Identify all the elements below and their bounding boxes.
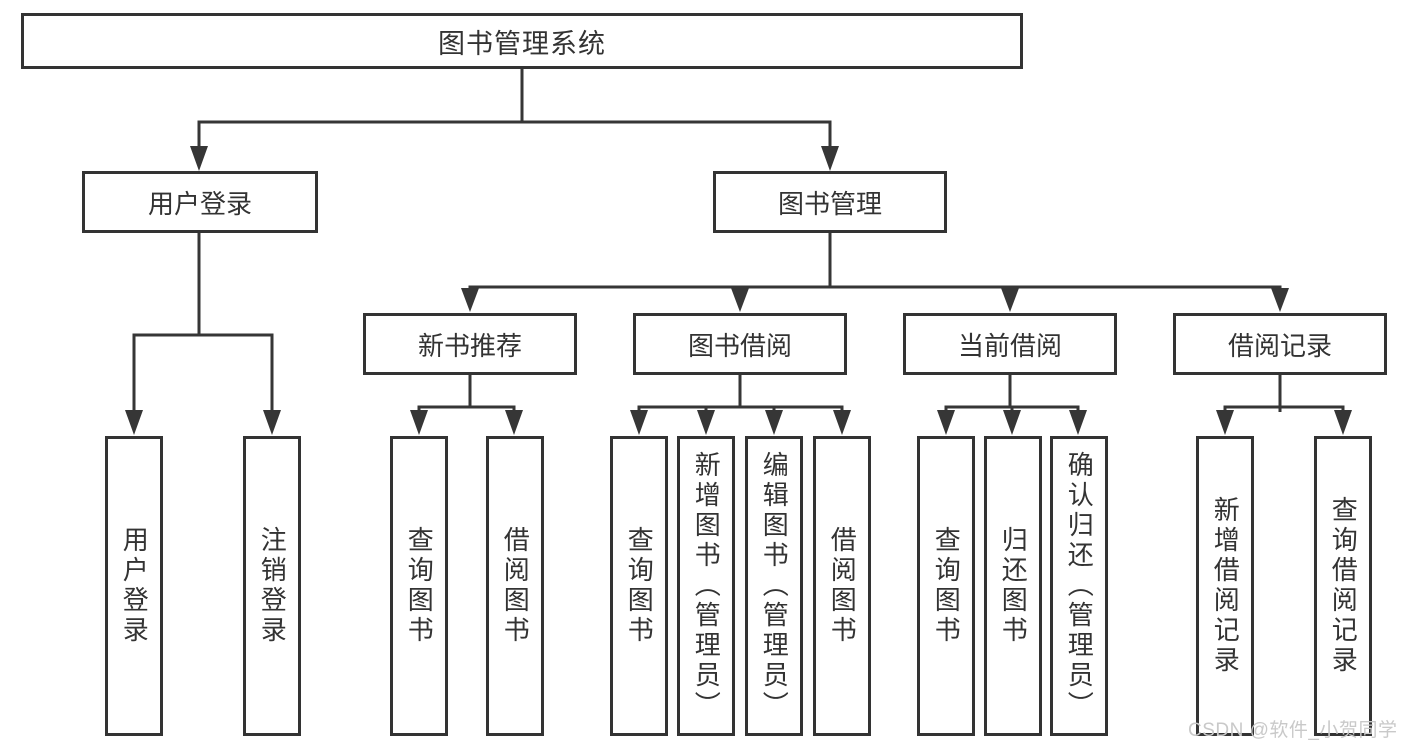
leaf-label: 新增借阅记录 (1210, 496, 1241, 676)
leaf-label: 用户登录 (119, 526, 150, 646)
connector-arrowheads (125, 146, 1352, 435)
leaf-query-books-1: 查询图书 (390, 436, 448, 736)
leaf-borrow-books-1: 借阅图书 (486, 436, 544, 736)
leaf-label: 查询图书 (404, 526, 435, 646)
leaf-query-books-3: 查询图书 (917, 436, 975, 736)
node-book-management: 图书管理 (713, 171, 947, 233)
leaf-borrow-books-2: 借阅图书 (813, 436, 871, 736)
leaf-add-book-admin: 新增图书（管理员） (677, 436, 735, 736)
leaf-edit-book-admin: 编辑图书（管理员） (745, 436, 803, 736)
leaf-label: 新增图书（管理员） (691, 451, 722, 721)
node-borrow-records: 借阅记录 (1173, 313, 1387, 375)
leaf-label: 查询图书 (624, 526, 655, 646)
leaf-return-books: 归还图书 (984, 436, 1042, 736)
node-user-login: 用户登录 (82, 171, 318, 233)
leaf-confirm-return-admin: 确认归还（管理员） (1050, 436, 1108, 736)
leaf-add-borrow-record: 新增借阅记录 (1196, 436, 1254, 736)
node-current-borrow: 当前借阅 (903, 313, 1117, 375)
leaf-label: 借阅图书 (827, 526, 858, 646)
leaf-label: 查询借阅记录 (1328, 496, 1359, 676)
leaf-user-login: 用户登录 (105, 436, 163, 736)
leaf-query-books-2: 查询图书 (610, 436, 668, 736)
node-library-management-system: 图书管理系统 (21, 13, 1023, 69)
leaf-label: 查询图书 (931, 526, 962, 646)
leaf-query-borrow-record: 查询借阅记录 (1314, 436, 1372, 736)
leaf-logout: 注销登录 (243, 436, 301, 736)
leaf-label: 确认归还（管理员） (1064, 451, 1095, 721)
node-book-borrow: 图书借阅 (633, 313, 847, 375)
node-new-book-recommend: 新书推荐 (363, 313, 577, 375)
leaf-label: 借阅图书 (500, 526, 531, 646)
watermark: CSDN @软件_小贺同学 (1188, 720, 1398, 741)
leaf-label: 编辑图书（管理员） (759, 451, 790, 721)
leaf-label: 注销登录 (257, 526, 288, 646)
leaf-label: 归还图书 (998, 526, 1029, 646)
